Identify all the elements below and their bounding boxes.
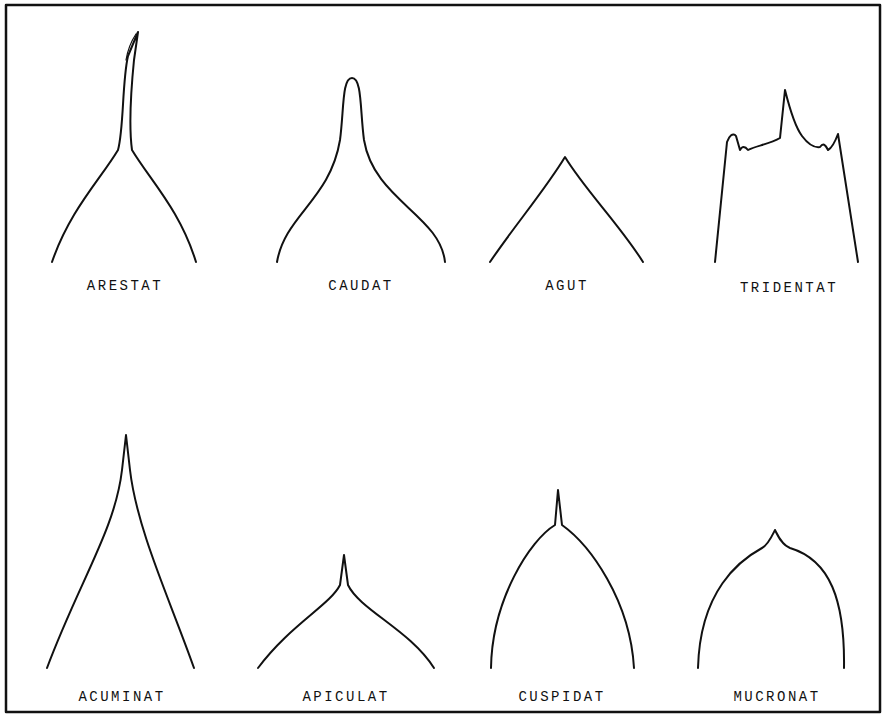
apex-label: AGUT bbox=[545, 278, 589, 294]
cuspidat-apex bbox=[491, 490, 634, 668]
tridentat-apex bbox=[715, 90, 858, 262]
apex-label: CAUDAT bbox=[328, 278, 393, 294]
caudat-apex bbox=[277, 78, 445, 262]
arestat-apex bbox=[52, 32, 196, 262]
mucronat-apex bbox=[698, 530, 844, 668]
apex-label: ARESTAT bbox=[87, 278, 163, 294]
apiculat-apex bbox=[258, 555, 434, 668]
acuminat-apex bbox=[47, 435, 194, 668]
apex-label: APICULAT bbox=[302, 689, 389, 705]
apex-label: TRIDENTAT bbox=[740, 280, 838, 296]
apex-label: CUSPIDAT bbox=[518, 689, 605, 705]
apex-label: ACUMINAT bbox=[78, 689, 165, 705]
agut-apex bbox=[490, 157, 643, 262]
frame bbox=[6, 5, 880, 712]
apex-label: MUCRONAT bbox=[733, 689, 820, 705]
arestat-awn-line bbox=[126, 34, 136, 60]
